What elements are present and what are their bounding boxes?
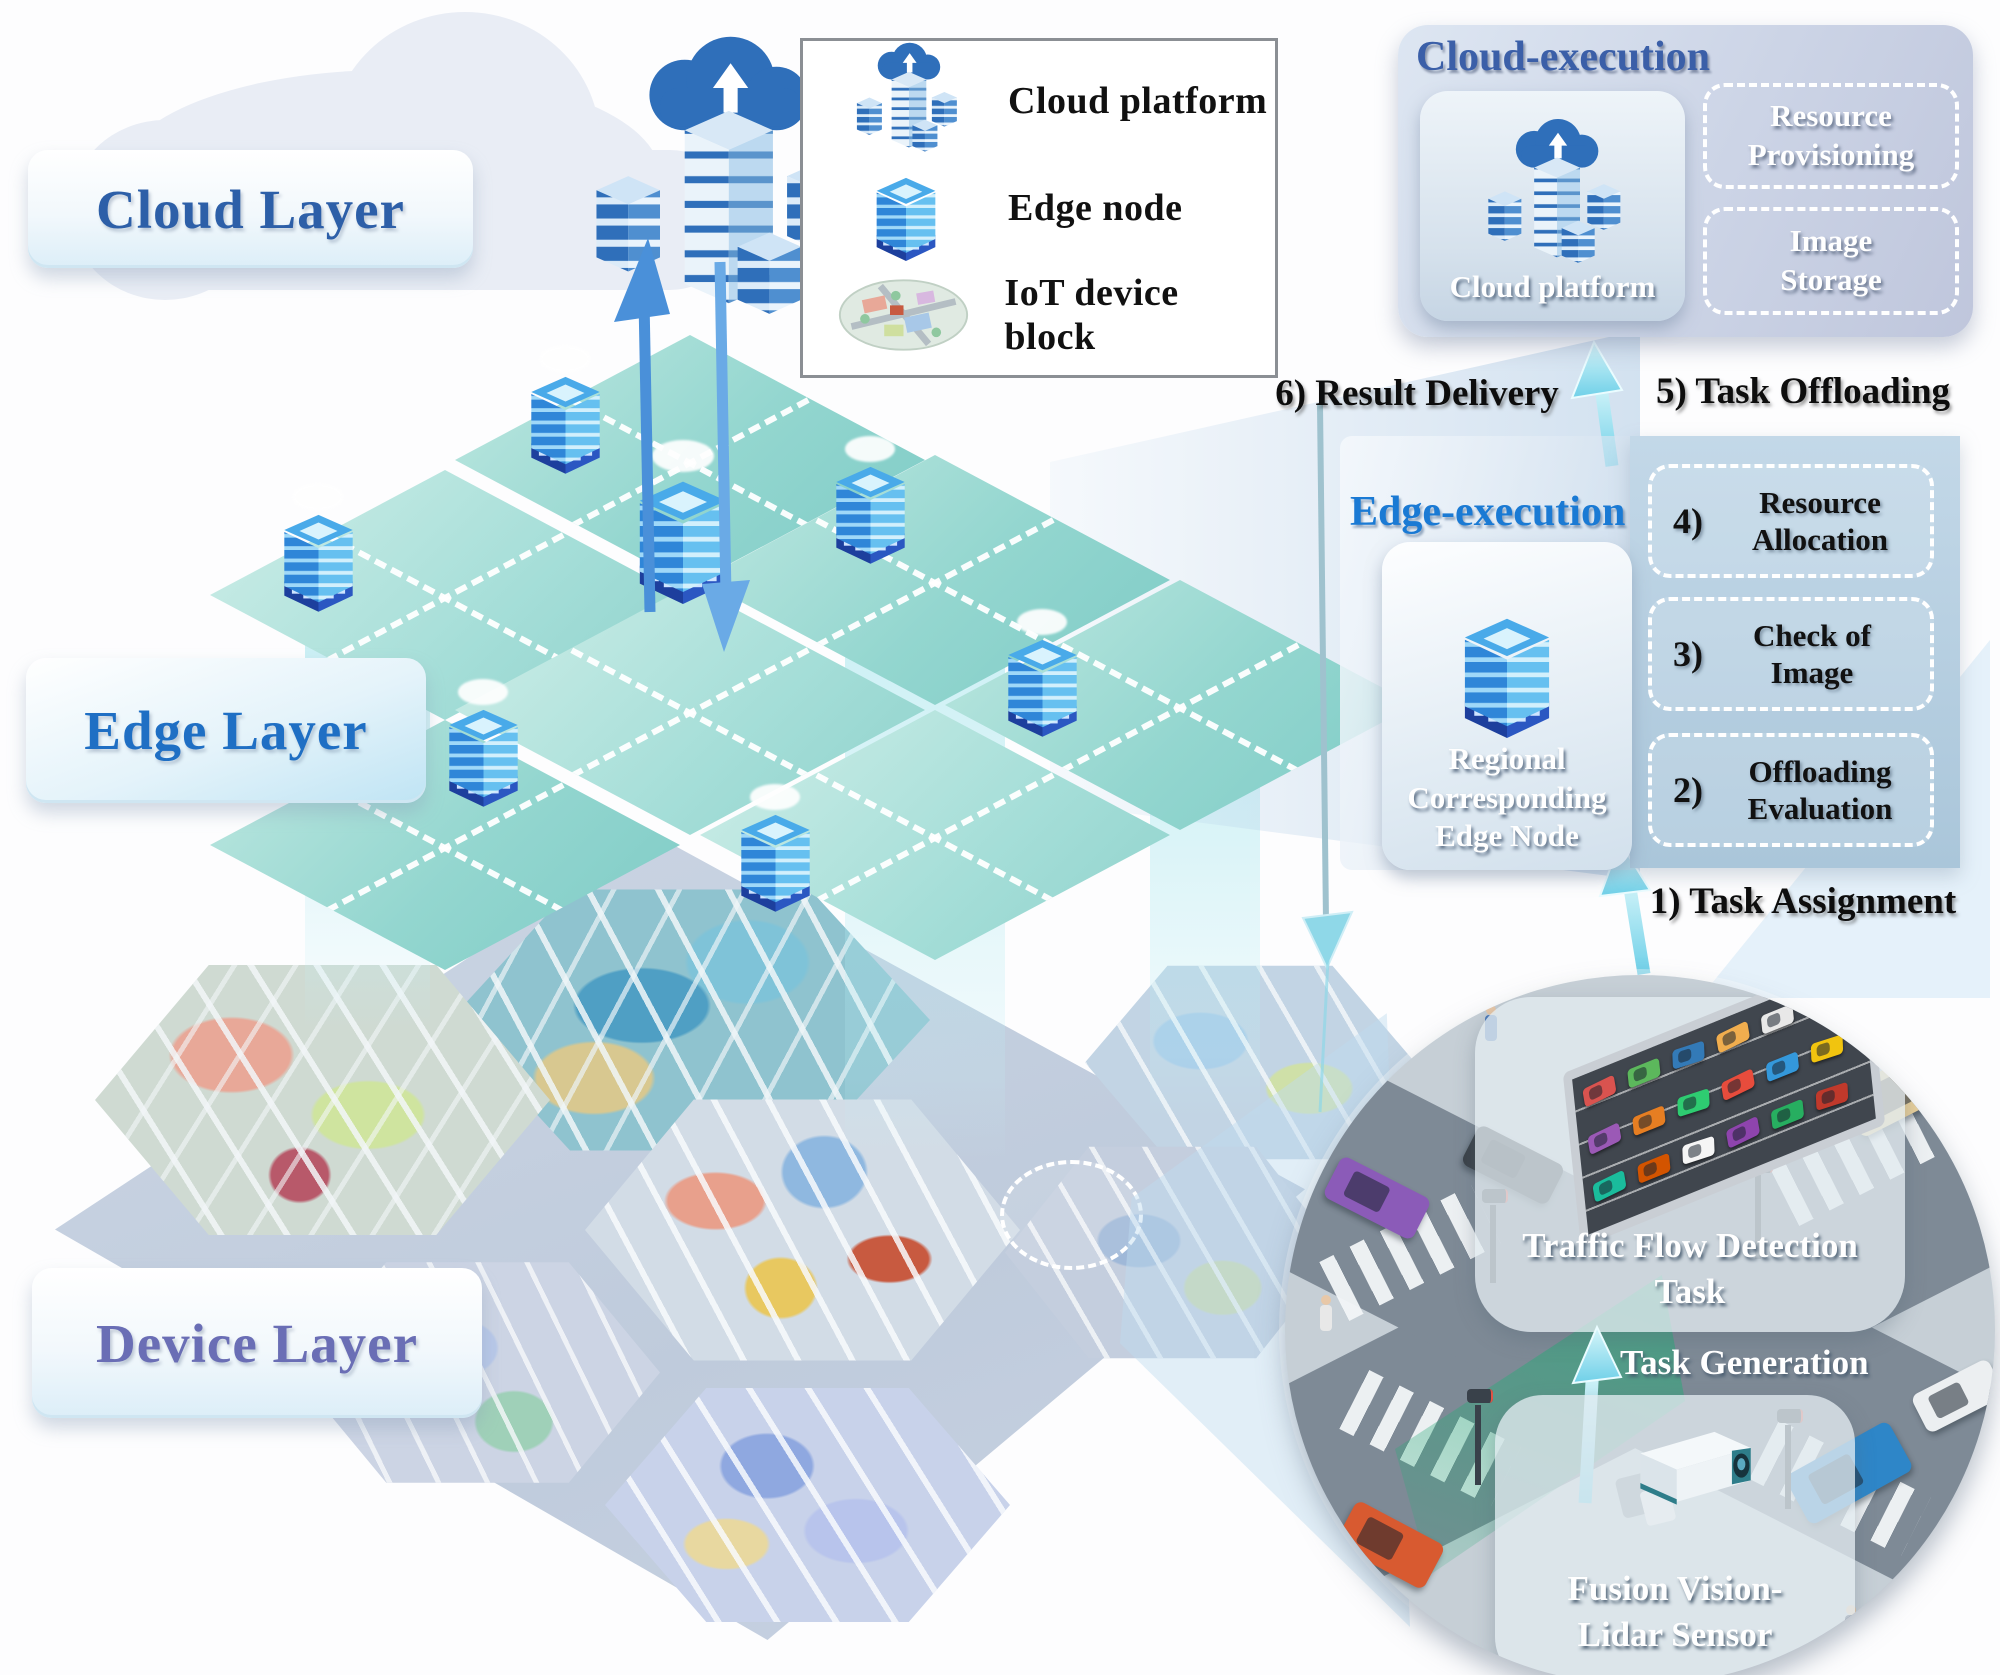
step-label: Check of Image <box>1753 617 1871 690</box>
device-layer-text: Device Layer <box>96 1312 418 1374</box>
step-label: Offloading Evaluation <box>1747 753 1893 826</box>
edge-node-icon <box>1464 618 1550 738</box>
cloud-icon <box>750 784 800 810</box>
cloud-platform-node-label: Cloud platform <box>1449 269 1656 305</box>
edge-node-box: Regional Corresponding Edge Node <box>1382 542 1632 870</box>
pedestrian <box>1320 1295 1332 1331</box>
edge-execution-steps-panel <box>1630 436 1960 868</box>
cloud-icon <box>1017 609 1067 635</box>
cloud-execution-panel: Cloud-execution Cloud platform Resource … <box>1398 25 1973 337</box>
traffic-light <box>1467 1389 1493 1485</box>
legend-item-edge-node: Edge node <box>803 155 1275 261</box>
edge-execution-title: Edge-execution <box>1350 489 1626 535</box>
cloud-layer-label: Cloud Layer <box>28 150 473 268</box>
resource-provisioning-box: Resource Provisioning <box>1703 83 1959 189</box>
sensor-card: Fusion Vision-Lidar Sensor <box>1495 1395 1855 1675</box>
iot-device-block <box>1085 965 1415 1160</box>
iot-device-block <box>605 1388 1010 1622</box>
cloud-platform-icon <box>803 42 1008 160</box>
step-label: Resource Allocation <box>1751 484 1889 557</box>
edge-node-box-label: Regional Corresponding Edge Node <box>1407 740 1607 854</box>
step-resource-allocation: 4) Resource Allocation <box>1648 464 1934 578</box>
cloud-icon <box>652 440 714 472</box>
legend-item-cloud-platform: Cloud platform <box>803 42 1275 153</box>
legend-label: Cloud platform <box>1008 79 1268 122</box>
step-number: 4) <box>1673 501 1703 541</box>
device-layer-label: Device Layer <box>32 1268 482 1418</box>
task-offloading-label: 5) Task Offloading <box>1655 371 1951 412</box>
image-storage-label: Image Storage <box>1780 223 1882 297</box>
cloud-icon <box>458 679 508 705</box>
task-assignment-label: 1) Task Assignment <box>1649 881 1957 922</box>
step-check-of-image: 3) Check of Image <box>1648 597 1934 711</box>
traffic-intersection-inset: Traffic Flow Detection Task Task Generat… <box>1285 975 1995 1675</box>
detection-task-label: Traffic Flow Detection Task <box>1522 1226 1858 1311</box>
cloud-icon <box>540 346 590 372</box>
cloud-layer-text: Cloud Layer <box>96 178 405 240</box>
step-offloading-evaluation: 2) Offloading Evaluation <box>1648 733 1934 847</box>
iot-device-block-icon <box>803 276 1004 354</box>
camera-icon <box>1614 1431 1751 1527</box>
image-storage-box: Image Storage <box>1703 207 1959 315</box>
sensor-label: Fusion Vision-Lidar Sensor <box>1567 1569 1783 1654</box>
cloud-downlink-arrow <box>702 261 750 652</box>
edge-layer-text: Edge Layer <box>84 700 368 761</box>
cloud-execution-title: Cloud-execution <box>1416 34 1710 80</box>
legend-label: IoT device block <box>1004 272 1179 359</box>
resource-provisioning-label: Resource Provisioning <box>1747 98 1915 172</box>
result-delivery-label: 6) Result Delivery <box>1275 373 1559 414</box>
iot-device-block <box>585 1099 1020 1361</box>
legend: Cloud platform Edge node IoT device bloc… <box>800 38 1278 378</box>
task-generation-label: Task Generation <box>1620 1343 1869 1382</box>
cloud-icon <box>293 484 343 510</box>
cloud-icon <box>845 436 895 462</box>
cloud-platform-node: Cloud platform <box>1420 91 1685 321</box>
step-number: 3) <box>1673 634 1703 674</box>
edge-layer-label: Edge Layer <box>26 658 426 803</box>
cloud-platform-icon <box>1488 119 1621 264</box>
legend-label: Edge node <box>1008 186 1183 229</box>
selected-block-highlight <box>1000 1160 1143 1270</box>
step-number: 2) <box>1673 770 1703 810</box>
edge-node-icon <box>803 155 1008 261</box>
detection-task-card: Traffic Flow Detection Task <box>1475 975 1905 1332</box>
legend-item-iot-block: IoT device block <box>803 263 1275 367</box>
cloud-uplink-arrow <box>614 238 670 613</box>
